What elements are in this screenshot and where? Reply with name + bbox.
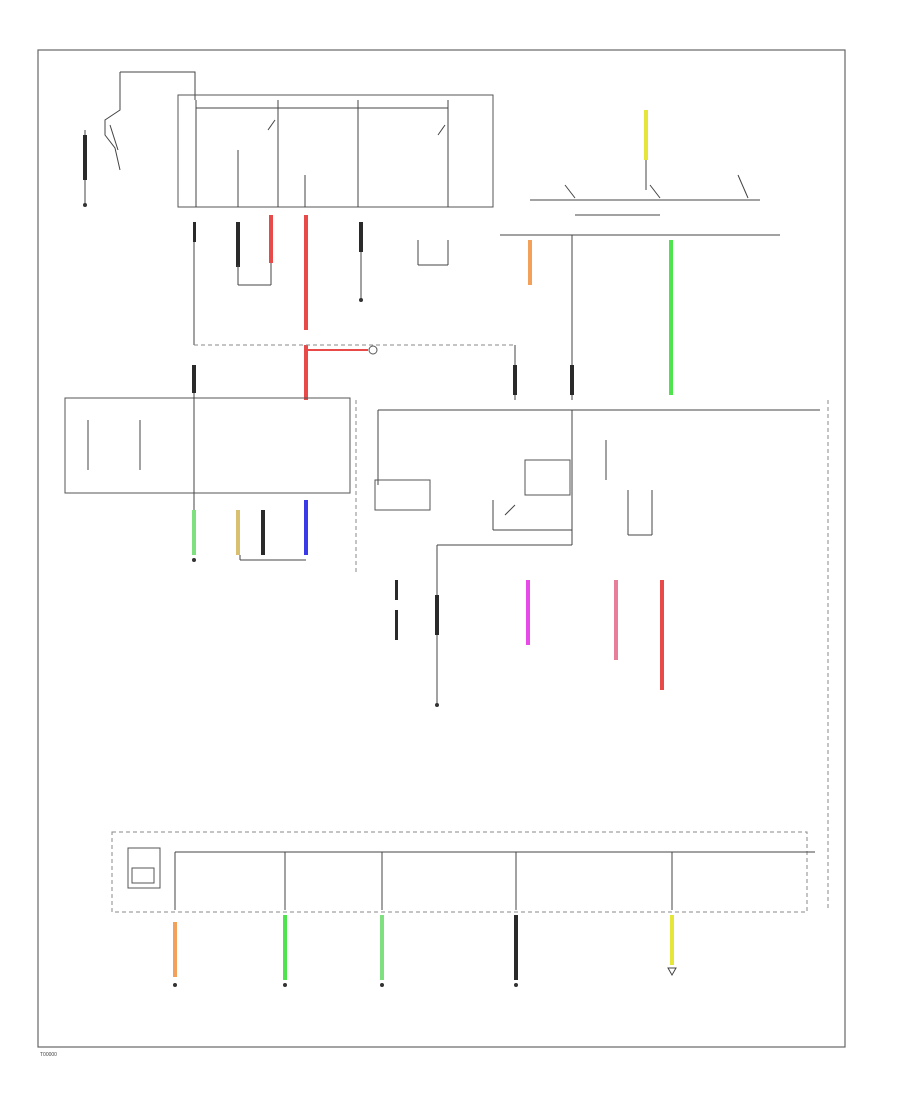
ignition-wires xyxy=(513,235,673,400)
battery-fusible-link-group xyxy=(83,71,196,207)
ignition-switch xyxy=(500,110,780,236)
fuse-box-bottom xyxy=(111,831,808,913)
fuse-box-left xyxy=(64,397,351,494)
fuse-box-top xyxy=(177,94,494,208)
footer-code: T00000 xyxy=(40,1052,57,1058)
right-mid-bus xyxy=(355,400,829,910)
diagram-frame xyxy=(37,49,846,1048)
left-box-wires xyxy=(87,365,308,562)
lower-middle-wires xyxy=(395,544,664,707)
bottom-wires xyxy=(173,915,677,987)
battery-fuse-wire xyxy=(83,135,87,180)
red-bus xyxy=(194,344,515,400)
bottom-box-internals xyxy=(127,847,815,910)
top-box-wires xyxy=(193,215,449,345)
fuse-box-top-internals xyxy=(195,100,449,207)
